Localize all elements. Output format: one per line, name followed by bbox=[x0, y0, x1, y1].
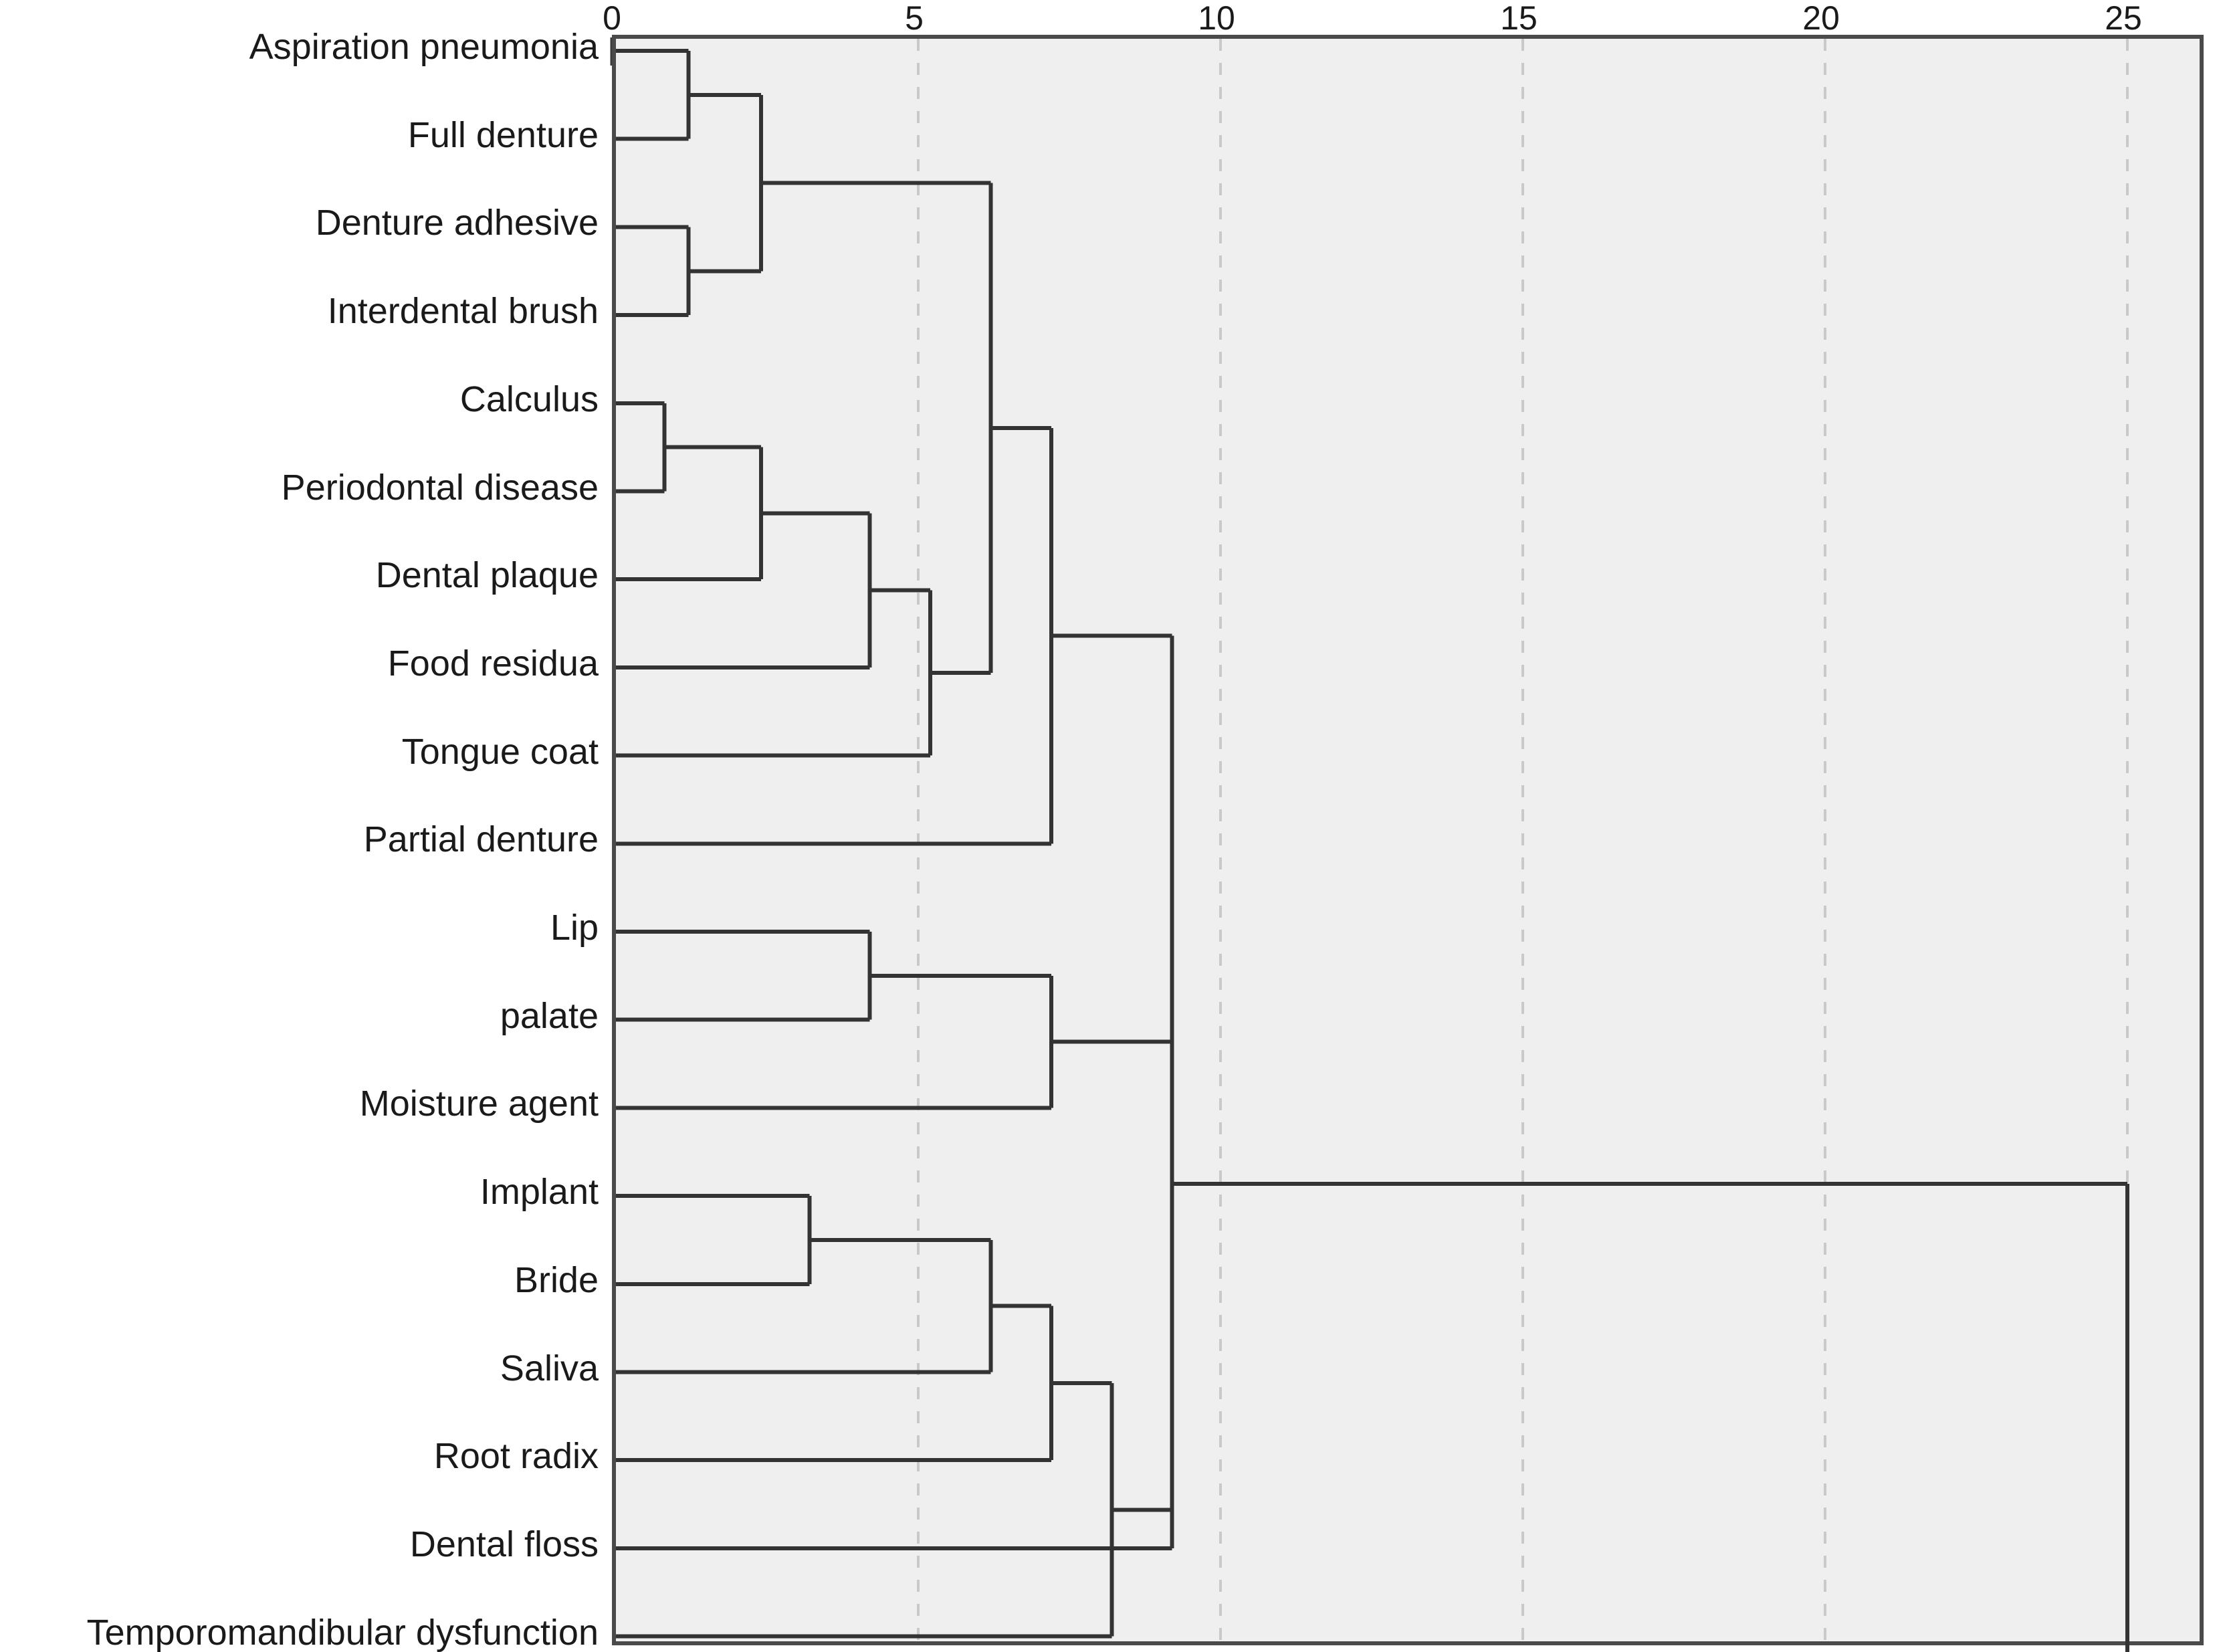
leaf-label: palate bbox=[500, 995, 599, 1036]
leaf-label: Dental floss bbox=[409, 1524, 599, 1564]
leaf-label: Tongue coat bbox=[401, 731, 599, 772]
leaf-label: Lip bbox=[550, 908, 599, 948]
leaf-label: Temporomandibular dysfunction bbox=[86, 1612, 599, 1652]
leaf-label: Denture adhesive bbox=[315, 203, 599, 243]
dendrogram-plot-area bbox=[612, 35, 2204, 1652]
axis-tick-label: 0 bbox=[603, 0, 621, 37]
leaf-label: Interdental brush bbox=[327, 291, 599, 332]
leaf-label: Bride bbox=[514, 1259, 599, 1300]
leaf-label: Periodontal disease bbox=[281, 467, 599, 508]
leaf-label: Root radix bbox=[433, 1436, 599, 1477]
leaf-label: Saliva bbox=[500, 1348, 599, 1388]
leaf-label: Dental plaque bbox=[375, 555, 599, 596]
axis-tick-label: 5 bbox=[905, 0, 924, 37]
x-axis: 0 5 10 15 20 25 bbox=[0, 0, 2223, 66]
leaf-label: Partial denture bbox=[363, 819, 599, 860]
axis-tick-label: 25 bbox=[2105, 0, 2142, 37]
leaf-label: Implant bbox=[480, 1172, 599, 1213]
leaf-label: Moisture agent bbox=[359, 1083, 599, 1124]
leaf-label: Calculus bbox=[459, 379, 599, 419]
axis-tick-label: 10 bbox=[1198, 0, 1235, 37]
leaf-label: Aspiration pneumonia bbox=[249, 27, 599, 67]
axis-tick-label: 15 bbox=[1500, 0, 1538, 37]
dendrogram-tree bbox=[616, 39, 2129, 1652]
leaf-label: Full denture bbox=[407, 114, 599, 155]
axis-tick-label: 20 bbox=[1802, 0, 1840, 37]
leaf-label: Food residua bbox=[387, 643, 599, 684]
